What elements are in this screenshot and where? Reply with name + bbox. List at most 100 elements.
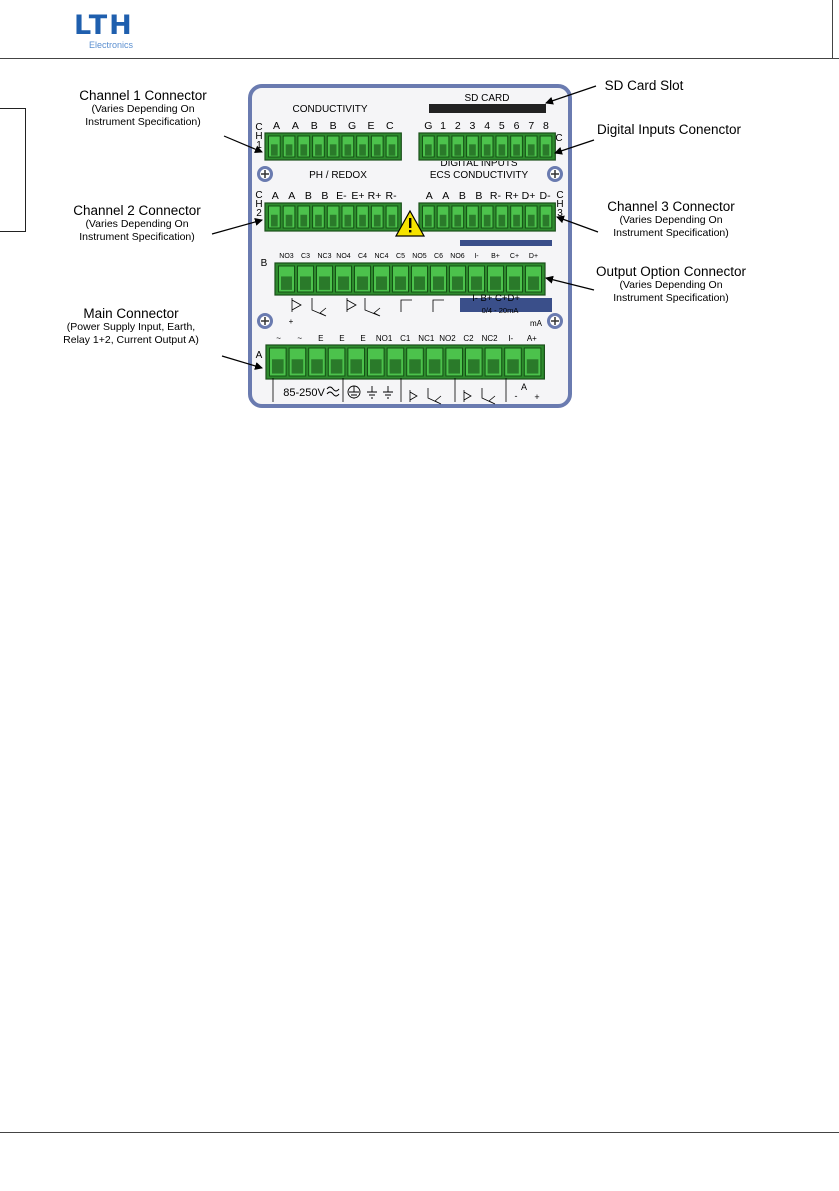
section-tab [0, 108, 26, 232]
output-option-connector-terminal-slot [376, 276, 387, 290]
ch1-side-letter: 1 [256, 140, 262, 151]
digital-inputs-label: DIGITAL INPUTS [440, 158, 518, 169]
main-connector-terminal-slot [389, 359, 402, 374]
ch1-side-label: CH1 [255, 122, 262, 151]
main-connector-terminal-slot [370, 359, 382, 374]
channel3-connector-terminal-slot [527, 214, 535, 227]
ch3-side-letter: C [556, 190, 563, 201]
main-connector-pin-label: NC1 [418, 334, 435, 343]
callout-channel2: Channel 2 Connector (Varies Depending On… [56, 203, 218, 244]
callout-channel2-title: Channel 2 Connector [73, 203, 201, 218]
blue-divider-top [460, 240, 552, 246]
a-output-plus: + [534, 392, 539, 402]
channel1-connector-pin-label: A [273, 120, 280, 132]
channel3-connector-terminal-slot [454, 214, 462, 227]
arrow-output-option [545, 275, 595, 291]
main-connector-pin-label: A+ [527, 334, 537, 343]
ch3-side-letter: H [556, 199, 563, 210]
earth-icons [347, 385, 393, 399]
channel2-connector-pin-label: A [288, 190, 295, 202]
relay-symbols-b [291, 298, 444, 317]
output-option-connector-terminal-slot [509, 276, 520, 290]
output-option-connector-terminal-slot [319, 276, 330, 290]
ch2-side-label: CH2 [255, 190, 262, 219]
main-connector-terminal-slot [409, 359, 421, 374]
callout-channel2-sub2: Instrument Specification) [79, 231, 195, 243]
main-connector-pin-label: E [339, 334, 344, 343]
channel1-connector-terminal-slot [373, 144, 381, 156]
channel2-connector-pin-label: E+ [351, 190, 364, 202]
callout-channel1-sub2: Instrument Specification) [85, 116, 201, 128]
channel2-connector-pin-label: R- [385, 190, 397, 202]
channel3-connector-pin-label: A [426, 190, 433, 202]
callout-main-title: Main Connector [83, 306, 179, 321]
channel1-connector-terminal-slot [359, 144, 366, 156]
main-connector-pin-label: E [360, 334, 365, 343]
a-output-letter: A [521, 382, 527, 392]
ch2-side-letter: C [255, 190, 262, 201]
ph-redox-label: PH / REDOX [309, 170, 367, 181]
ch3-side-letter: 3 [557, 208, 563, 219]
main-connector-pin-label: NC2 [482, 334, 499, 343]
main-connector-terminal-slot [291, 359, 304, 374]
relay-symbols-a [409, 388, 496, 405]
output-option-connector-terminal-slot [414, 276, 425, 290]
conductivity-label: CONDUCTIVITY [293, 104, 368, 115]
channel1-connector-pin-label: B [311, 120, 318, 132]
channel1-connector-terminal-slot [300, 144, 308, 156]
arrow-channel1 [223, 135, 263, 153]
footer-rule [0, 1132, 839, 1133]
callout-channel3-title: Channel 3 Connector [607, 199, 735, 214]
channel1-connector-pin-label: A [292, 120, 299, 132]
main-connector-terminal-slot [448, 359, 460, 374]
output-option-connector-pin-label: NO3 [279, 253, 294, 260]
a-voltage-label: 85-250V [283, 387, 325, 399]
main-connector-terminal-slot [468, 359, 480, 374]
main-connector-pin-label: E [318, 334, 323, 343]
digital-inputs-connector-pin-label: 2 [455, 120, 461, 132]
channel2-connector-terminal-slot [285, 214, 293, 227]
channel2-connector-terminal-slot [271, 214, 278, 227]
channel3-connector-terminal-slot [513, 214, 520, 227]
channel3-connector-terminal-slot [469, 214, 476, 227]
main-connector-pin-label: NO1 [376, 334, 393, 343]
callout-sd-card-title: SD Card Slot [604, 78, 684, 93]
digital-inputs-connector-terminal-slot [542, 144, 550, 156]
lth-logo: LTH Electronics [74, 12, 134, 50]
channel2-connector-terminal-slot [388, 214, 396, 227]
digital-inputs-connector-terminal-slot [454, 144, 462, 156]
digital-inputs-connector-pin-label: 5 [499, 120, 505, 132]
b-below-label: I- B+ C+D+ [472, 293, 520, 304]
channel2-connector-terminal-slot [359, 214, 366, 227]
digital-side-label: C [555, 133, 562, 144]
screw-icon-left-top [257, 166, 273, 182]
channel3-connector-pin-label: D- [539, 190, 551, 202]
output-option-connector-terminal-slot [433, 276, 444, 290]
arrow-channel2 [211, 218, 263, 235]
output-option-connector-pin-label: NC4 [374, 253, 388, 260]
channel1-connector-pin-label: G [348, 120, 356, 132]
digital-inputs-connector-pin-label: 7 [528, 120, 534, 132]
digital-inputs-connector-pin-label: 4 [484, 120, 490, 132]
arrow-main [221, 355, 263, 370]
sd-card-slot [429, 104, 546, 113]
output-option-connector-pin-label: NO5 [412, 253, 427, 260]
callout-output-option: Output Option Connector (Varies Dependin… [583, 264, 759, 305]
main-connector-pin-label: C1 [400, 334, 411, 343]
screw-icon-right-bottom [547, 313, 563, 329]
output-option-connector-pin-label: C4 [358, 253, 367, 260]
digital-inputs-connector-terminal-slot [498, 144, 506, 156]
callout-channel1-sub1: (Varies Depending On [91, 103, 195, 115]
channel2-connector-terminal-slot [373, 214, 381, 227]
digital-inputs-connector-terminal-slot [469, 144, 476, 156]
channel1-connector-terminal-slot [388, 144, 396, 156]
arrow-sd-card [545, 85, 597, 105]
callout-output-option-title: Output Option Connector [595, 264, 747, 279]
digital-inputs-connector-terminal-slot [439, 144, 447, 156]
output-option-connector-terminal-slot [281, 276, 292, 290]
callout-channel1-title: Channel 1 Connector [79, 88, 207, 103]
channel3-connector-pin-label: A [442, 190, 449, 202]
